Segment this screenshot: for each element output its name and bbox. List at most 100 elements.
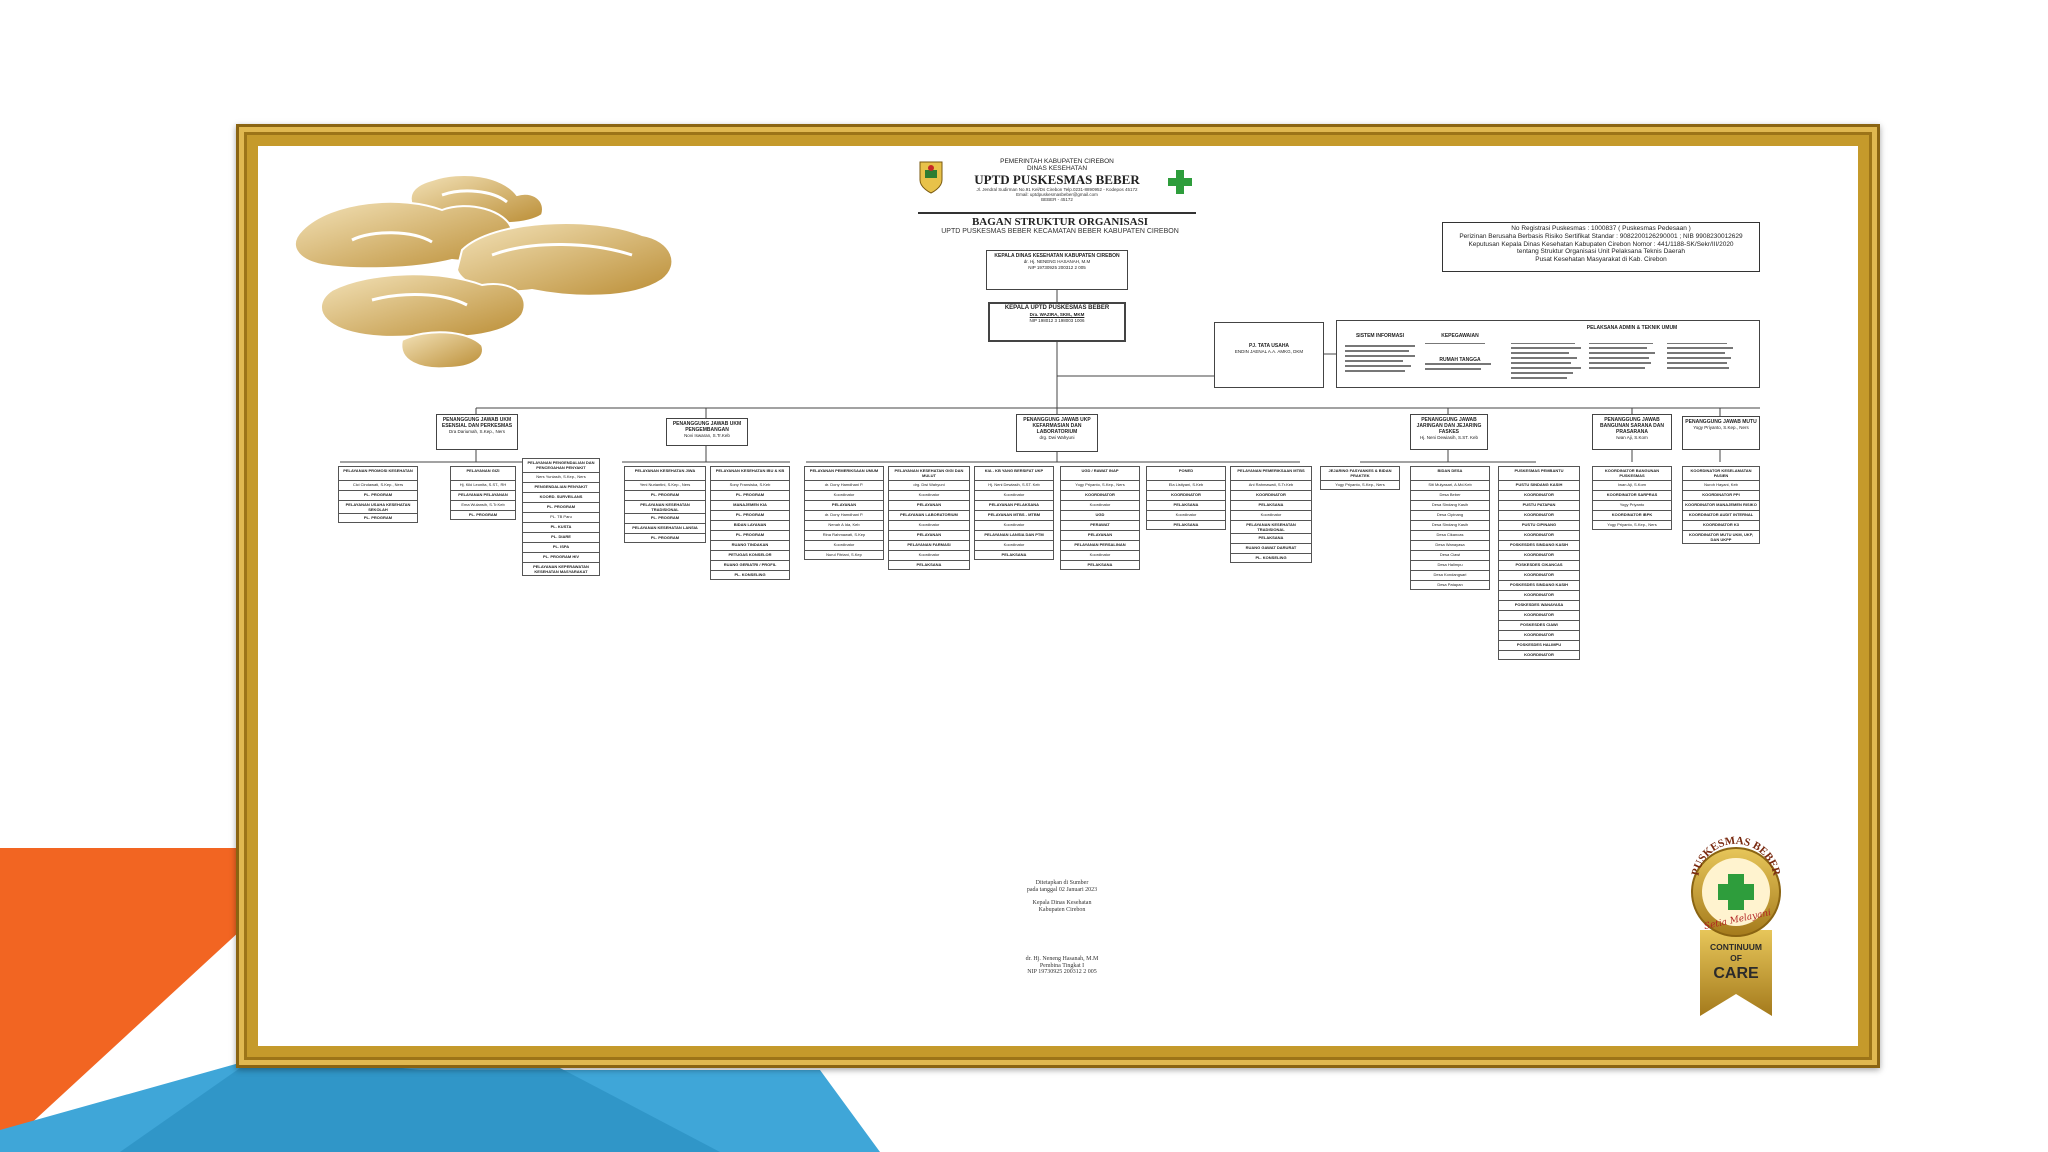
unit-entry: PELAKSANA xyxy=(1230,533,1312,543)
unit-entry: Cici Cindawati, S.Kep., Ners xyxy=(338,480,418,490)
unit-rumah-tangga: RUMAH TANGGA xyxy=(1439,357,1481,363)
unit-entry: MANAJEMEN KIA xyxy=(710,500,790,510)
kadis-name: dr. Hj. NENENG HASANAH, M.M xyxy=(1023,259,1091,264)
unit-header: KIA - KB YANG BERSIFAT UKP xyxy=(974,466,1054,480)
pj-label: PENANGGUNG JAWAB BANGUNAN SARANA DAN PRA… xyxy=(1600,417,1664,435)
pj-label: PENANGGUNG JAWAB UKP KEFARMASIAN DAN LAB… xyxy=(1023,417,1091,435)
registration-info-box: No Registrasi Puskesmas : 1000837 ( Pusk… xyxy=(1442,222,1760,272)
unit-kepegawaian: KEPEGAWAIAN xyxy=(1441,333,1479,339)
unit-entry: RUANG GERIATRI / PROFIL xyxy=(710,560,790,570)
unit-entry: drg. Dwi Wahyuni xyxy=(888,480,970,490)
unit-entry: POSKESDES SINDANG KASIH xyxy=(1498,580,1580,590)
registration-line: Pusat Kesehatan Masyarakat di Kab. Cireb… xyxy=(1535,256,1667,264)
unit-entry: KOORDINATOR MUTU UKM, UKP, DAN UKPP xyxy=(1682,530,1760,544)
unit-entry: PL. PROGRAM xyxy=(338,490,418,500)
unit-entry: PELAYANAN USAHA KESEHATAN SEKOLAH xyxy=(338,500,418,513)
unit-entry: PELAYANAN PELAKSANA xyxy=(974,500,1054,510)
unit-entry: dr. Dony Hamdhani P. xyxy=(804,480,884,490)
unit-entry: Koordinator xyxy=(1060,500,1140,510)
kadis-label: KEPALA DINAS KESEHATAN KABUPATEN CIREBON xyxy=(994,253,1120,259)
continuum-of-care-badge: PUSKESMAS BEBER Setia Melayani CONTINUUM… xyxy=(1690,835,1783,1016)
tu-label: PJ. TATA USAHA xyxy=(1248,343,1290,349)
unit-entry: PUSTU CIPINANG xyxy=(1498,520,1580,530)
unit-pelaksana-admin: PELAKSANA ADMIN & TEKNIK UMUM xyxy=(1586,325,1678,331)
unit-entry: PL. PROGRAM xyxy=(624,490,706,500)
pj-name: Yogy Priyanto, S.Kep., Ners xyxy=(1693,425,1749,430)
pj-jaringan-box: PENANGGUNG JAWAB JARINGAN DAN JEJARING F… xyxy=(1410,414,1488,450)
unit-header: KOORDINATOR BANGUNAN PUSKESMAS xyxy=(1592,466,1672,480)
badge-line-1: CONTINUUM xyxy=(1710,942,1762,952)
unit-entry: Koordinator xyxy=(1060,550,1140,560)
unit-entry: POSKESDES HALIMPU xyxy=(1498,640,1580,650)
unit-entry: RUANG TINDAKAN xyxy=(710,540,790,550)
chart-subtitle: UPTD PUSKESMAS BEBER KECAMATAN BEBER KAB… xyxy=(941,228,1179,235)
unit-entry: PERAWAT xyxy=(1060,520,1140,530)
unit-entry: PL. KONSELING xyxy=(710,570,790,580)
unit-entry: KOORDINATOR xyxy=(1498,550,1580,560)
kapus-name: Dra. WAZIRA, SKM., MKM xyxy=(1029,312,1085,317)
unit-entry: Koordinator xyxy=(974,540,1054,550)
unit-entry: Desa Wanayasa xyxy=(1410,540,1490,550)
registration-line: No Registrasi Puskesmas : 1000837 ( Pusk… xyxy=(1511,225,1691,232)
unit-entry: Nuroh Hayani, Keb xyxy=(1682,480,1760,490)
kapus-nip: NIP 198012 3 198003 1006 xyxy=(1029,318,1085,323)
cirebon-regency-emblem xyxy=(919,161,943,194)
unit-entry: KOORDINATOR xyxy=(1498,650,1580,660)
unit-header: PUSKESMAS PEMBANTU xyxy=(1498,466,1580,480)
unit-entry: POSKESDES CIKANCAS xyxy=(1498,560,1580,570)
signature-title: Kepala Dinas Kesehatan xyxy=(1032,900,1092,906)
unit-header: PELAYANAN PEMERIKSAAN MTBS xyxy=(1230,466,1312,480)
unit-entry: PL. KONSELING xyxy=(1230,553,1312,563)
unit-entry: Koordinator xyxy=(888,490,970,500)
unit-entry: PELAYANAN FARMASI xyxy=(888,540,970,550)
unit-entry: BIDAN LAYANAN xyxy=(710,520,790,530)
unit-entry: PELAKSANA xyxy=(1060,560,1140,570)
unit-entry: PL. PROGRAM xyxy=(624,513,706,523)
admin-staff-text-lines xyxy=(1345,343,1733,379)
letterhead-address: Jl. Jendral Sudirman No.91 Kel/Ds Cirebo… xyxy=(976,187,1138,192)
unit-entry: KOORDINATOR K3 xyxy=(1682,520,1760,530)
badge-line-2: OF xyxy=(1730,953,1742,963)
puskesmas-green-cross-logo xyxy=(1168,170,1192,194)
unit-entry: PL. PROGRAM xyxy=(338,513,418,523)
unit-entry: PELAKSANA xyxy=(1146,520,1226,530)
unit-entry: KOORDINATOR xyxy=(1498,530,1580,540)
unit-entry: UGD xyxy=(1060,510,1140,520)
unit-entry: Desa Cipinang xyxy=(1410,510,1490,520)
pj-ukp-box: PENANGGUNG JAWAB UKP KEFARMASIAN DAN LAB… xyxy=(1016,414,1098,452)
badge-cross-icon xyxy=(1718,874,1754,910)
registration-line: Keputusan Kepala Dinas Kesehatan Kabupat… xyxy=(1468,240,1734,248)
unit-entry: PELAYANAN PERSALINAN xyxy=(1060,540,1140,550)
unit-entry: PL. PROGRAM HIV xyxy=(522,552,600,562)
pj-name: drg. Dwi Wahyuni xyxy=(1039,435,1075,440)
unit-entry: Koordinator xyxy=(888,520,970,530)
unit-entry: Koordinator xyxy=(1230,510,1312,520)
signatory-name: dr. Hj. Neneng Hasanah, M.M xyxy=(1025,956,1099,962)
unit-entry: Hj. Kiki Leonita, S.ST., RH xyxy=(450,480,516,490)
unit-entry: Desa Ciawi xyxy=(1410,550,1490,560)
pj-ukm-esensial-box: PENANGGUNG JAWAB UKM ESENSIAL DAN PERKES… xyxy=(436,414,518,450)
unit-entry: Desa Sindang Kasih xyxy=(1410,520,1490,530)
unit-entry: Rina Rahmawati, S.Kep xyxy=(804,530,884,540)
unit-entry: Koordinator xyxy=(804,540,884,550)
unit-entry: Desa Kondangsari xyxy=(1410,570,1490,580)
unit-entry: Ners Yuniasih, S.Kep., Ners xyxy=(522,472,600,482)
unit-entry: KOORDINATOR xyxy=(1498,610,1580,620)
unit-entry: PL. DIARE xyxy=(522,532,600,542)
unit-entry: PUSTU SINDANG KASIH xyxy=(1498,480,1580,490)
unit-entry: Desa Beber xyxy=(1410,490,1490,500)
pj-name: Dra Dariumah, S.Kep., Ners xyxy=(448,429,506,434)
pj-label: PENANGGUNG JAWAB UKM ESENSIAL DAN PERKES… xyxy=(441,417,513,429)
unit-entry: dr. Dony Hamdhani P. xyxy=(804,510,884,520)
unit-entry: Iwan Aji, S.Kom xyxy=(1592,480,1672,490)
unit-entry: KOORDINATOR xyxy=(1230,490,1312,500)
unit-header: PELAYANAN KESEHATAN JIWA xyxy=(624,466,706,480)
